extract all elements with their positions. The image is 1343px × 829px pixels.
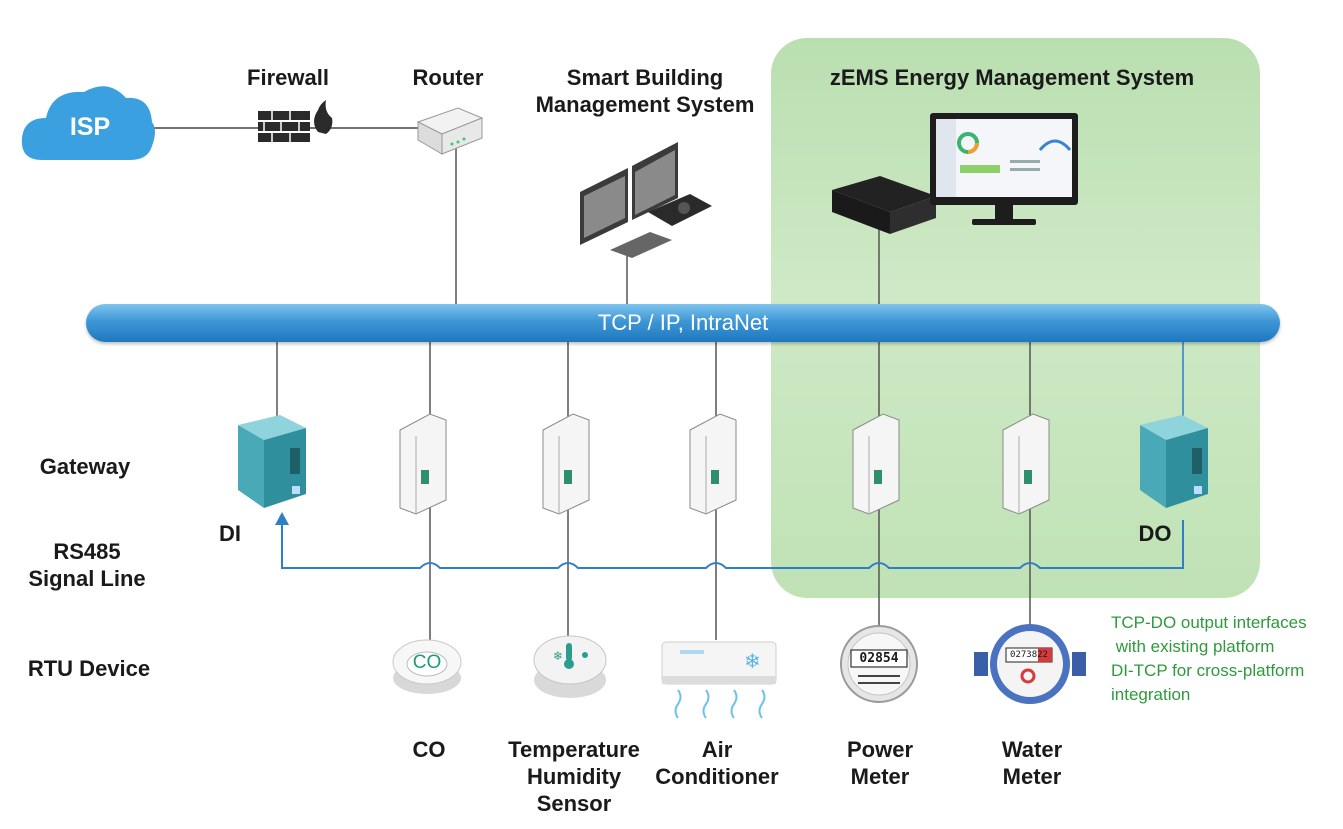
gateway-module-ac-icon bbox=[689, 413, 737, 515]
svg-text:❄: ❄ bbox=[744, 649, 761, 673]
rs485-line bbox=[281, 520, 1184, 569]
di-label: DI bbox=[219, 521, 241, 546]
firewall-icon bbox=[258, 100, 333, 142]
isp-label: ISP bbox=[69, 113, 111, 141]
gateway-module-co-icon bbox=[399, 413, 447, 515]
tcp-ip-bus: TCP / IP, IntraNet bbox=[86, 304, 1280, 342]
air-conditioner-icon: ❄ bbox=[661, 641, 777, 719]
cloud-icon bbox=[21, 86, 156, 160]
router-label: Router bbox=[412, 65, 484, 90]
rs485-row-label: RS485 Signal Line bbox=[28, 539, 146, 591]
monitor-icon bbox=[930, 113, 1078, 225]
temperature-sensor-icon: ❄ bbox=[533, 635, 607, 698]
firewall-label: Firewall bbox=[247, 65, 329, 90]
workstation-icon bbox=[580, 142, 712, 258]
gateway-module-th-icon bbox=[542, 413, 590, 515]
device-name-temperature: Temperature Humidity Sensor bbox=[508, 737, 640, 816]
industrial-pc-icon bbox=[832, 176, 936, 234]
sbms-label: Smart Building Management System bbox=[535, 65, 755, 117]
note-line: DI-TCP for cross-platform bbox=[1111, 661, 1305, 680]
device-name-co: CO bbox=[412, 737, 446, 762]
water-meter-reading: 0273822 bbox=[1010, 650, 1048, 660]
gateway-row-label: Gateway bbox=[39, 454, 131, 479]
co-detector-icon bbox=[392, 639, 462, 694]
integration-note: TCP-DO output interfaces with existing p… bbox=[1111, 611, 1341, 707]
bus-label: TCP / IP, IntraNet bbox=[597, 310, 769, 335]
gateway-module-pm-icon bbox=[852, 413, 900, 515]
rs485-arrow bbox=[275, 512, 289, 525]
note-line: with existing platform bbox=[1111, 637, 1275, 656]
router-icon bbox=[416, 107, 484, 155]
note-line: TCP-DO output interfaces bbox=[1111, 613, 1307, 632]
do-label: DO bbox=[1138, 521, 1172, 546]
note-line: integration bbox=[1111, 685, 1191, 704]
power-meter-icon bbox=[840, 625, 918, 703]
gateway-di-icon bbox=[238, 415, 306, 508]
zems-title: zEMS Energy Management System bbox=[829, 65, 1195, 90]
water-meter-icon bbox=[974, 624, 1086, 704]
device-name-air-conditioner: Air Conditioner bbox=[655, 737, 779, 789]
gateway-module-wm-icon bbox=[1002, 413, 1050, 515]
power-meter-reading: 02854 bbox=[859, 651, 899, 666]
rtu-row-label: RTU Device bbox=[27, 656, 151, 681]
svg-text:❄: ❄ bbox=[553, 649, 563, 663]
device-name-power-meter: Power Meter bbox=[846, 737, 914, 789]
gateway-do-icon bbox=[1140, 415, 1208, 508]
device-name-water-meter: Water Meter bbox=[1001, 737, 1063, 789]
co-badge: CO bbox=[412, 652, 442, 673]
